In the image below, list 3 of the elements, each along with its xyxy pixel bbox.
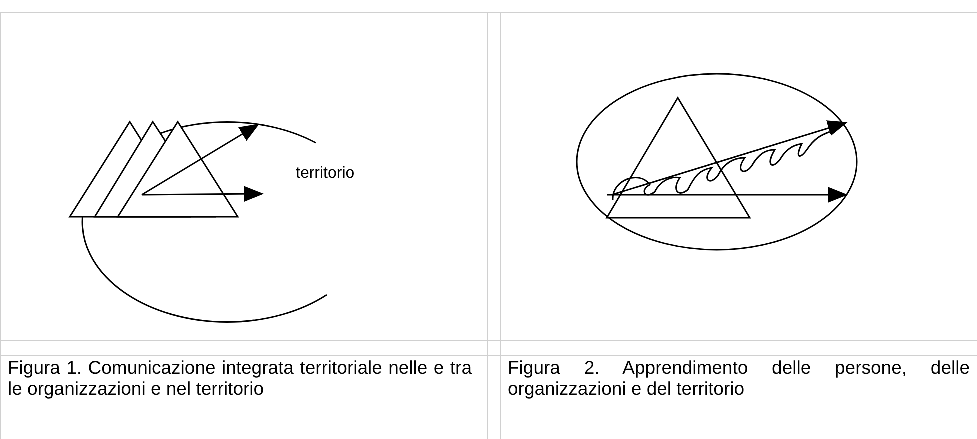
figure-caption: Figura 1. Comunicazione integrata territoriale nelle e tra le organizzazioni e nel territorio bbox=[8, 357, 472, 399]
figure-caption: Figura 2. Apprendimento delle persone, delle organizzazioni e del territorio bbox=[508, 357, 970, 399]
territory-label: territorio bbox=[296, 165, 355, 183]
